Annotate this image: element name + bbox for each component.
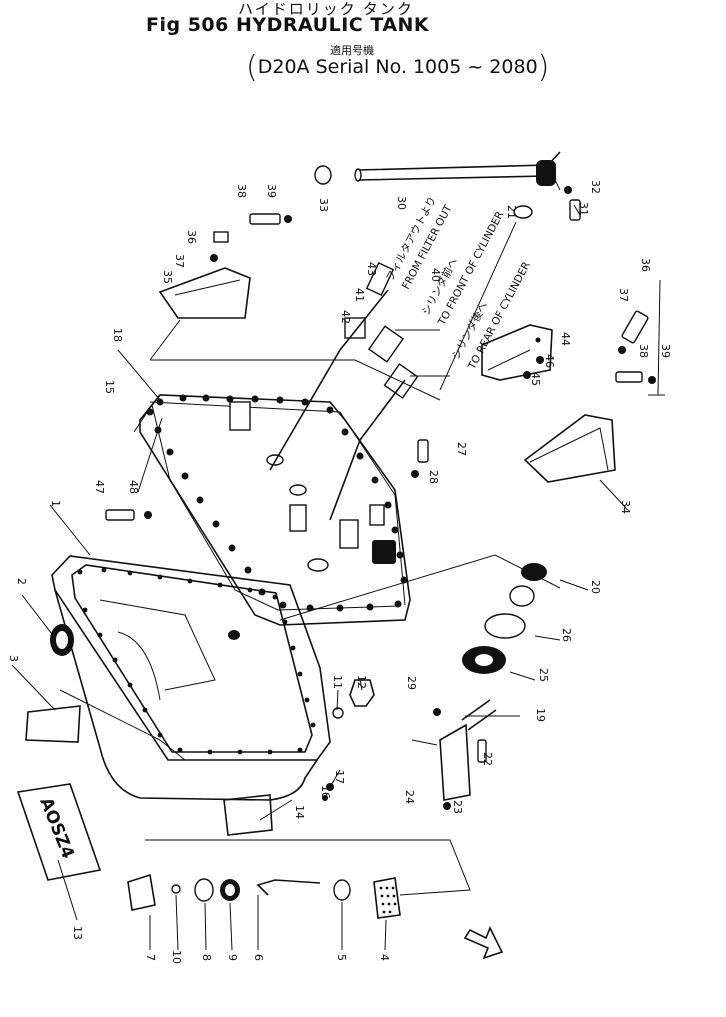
decal-text: AOSZ4 — [35, 795, 78, 862]
filter-assembly — [439, 563, 547, 801]
part-label: 8 — [200, 954, 213, 961]
strainer-row — [127, 873, 401, 919]
part-label: 26 — [560, 628, 573, 642]
japanese-title: ハイドロリック タンク — [238, 1, 414, 18]
part-label: 39 — [265, 184, 278, 198]
part-label: 14 — [293, 805, 306, 819]
part-label: 6 — [252, 954, 265, 961]
part-label: 28 — [427, 470, 440, 484]
brackets — [158, 267, 616, 483]
part-label: 40 — [429, 268, 442, 282]
part-label: 5 — [335, 954, 348, 961]
part-label: 48 — [127, 480, 140, 494]
part-label: 37 — [173, 254, 186, 268]
part-label: 1 — [49, 500, 62, 507]
part-label: 42 — [339, 310, 352, 324]
part-label: 38 — [637, 344, 650, 358]
leader-lines — [11, 179, 665, 951]
flow-callouts: フィルタアウトより FROM FILTER OUT シリンダ前へ TO FRON… — [384, 195, 533, 373]
part-label: 23 — [451, 800, 464, 814]
part-label: 44 — [559, 332, 572, 346]
part-label: 34 — [619, 500, 632, 514]
part-label: 3 — [7, 655, 20, 662]
bolts — [105, 186, 656, 810]
part-label: 39 — [659, 344, 672, 358]
part-label: 16 — [319, 785, 332, 799]
part-label: 47 — [93, 480, 106, 494]
part-label: 35 — [161, 270, 174, 284]
part-label: 17 — [333, 770, 346, 784]
part-label: 33 — [317, 198, 330, 212]
part-label: 2 — [15, 578, 28, 585]
serial-range: (D20A Serial No. 1005 ~ 2080) — [246, 50, 549, 85]
serial-close-paren: ) — [537, 50, 550, 85]
part-label: 7 — [144, 954, 157, 961]
filler-cap — [50, 624, 74, 656]
part-label: 25 — [537, 668, 550, 682]
serial-text: D20A Serial No. 1005 ~ 2080 — [257, 56, 538, 78]
part-label: 12 — [355, 675, 368, 689]
part-label: 36 — [639, 258, 652, 272]
part-label: 45 — [529, 372, 542, 386]
part-label: 37 — [617, 288, 630, 302]
part-label: 13 — [71, 926, 84, 940]
part-label: 31 — [577, 202, 590, 216]
part-label: 29 — [405, 676, 418, 690]
figure-title: Fig 506 HYDRAULIC TANK — [146, 14, 430, 36]
part-label: 19 — [534, 708, 547, 722]
part-label: 27 — [455, 442, 468, 456]
return-tube-assembly — [314, 151, 561, 391]
part-labels: 1 2 3 4 5 6 7 8 9 10 11 12 13 14 15 16 1… — [7, 180, 672, 964]
part-label: 21 — [505, 205, 518, 219]
front-direction-arrow — [463, 926, 504, 960]
japanese-applicable-label: 適用号機 — [330, 45, 374, 57]
part-label: 38 — [235, 184, 248, 198]
part-label: 20 — [589, 580, 602, 594]
pipe-fittings — [269, 262, 450, 521]
part-label: 32 — [589, 180, 602, 194]
part-label: 36 — [185, 230, 198, 244]
part-label: 30 — [395, 196, 408, 210]
part-label: 10 — [170, 950, 183, 964]
part-label: 41 — [353, 288, 366, 302]
part-label: 11 — [331, 675, 344, 689]
serial-open-paren: ( — [246, 50, 258, 85]
part-label: 18 — [111, 328, 124, 342]
tank-body — [51, 555, 331, 801]
part-label: 46 — [543, 354, 556, 368]
part-label: 24 — [403, 790, 416, 804]
part-label: 4 — [378, 954, 391, 961]
part-label: 22 — [481, 752, 494, 766]
part-label: 9 — [226, 954, 239, 961]
tank-cover-assembly — [133, 394, 411, 626]
part-label: 43 — [365, 262, 378, 276]
part-label: 15 — [103, 380, 116, 394]
